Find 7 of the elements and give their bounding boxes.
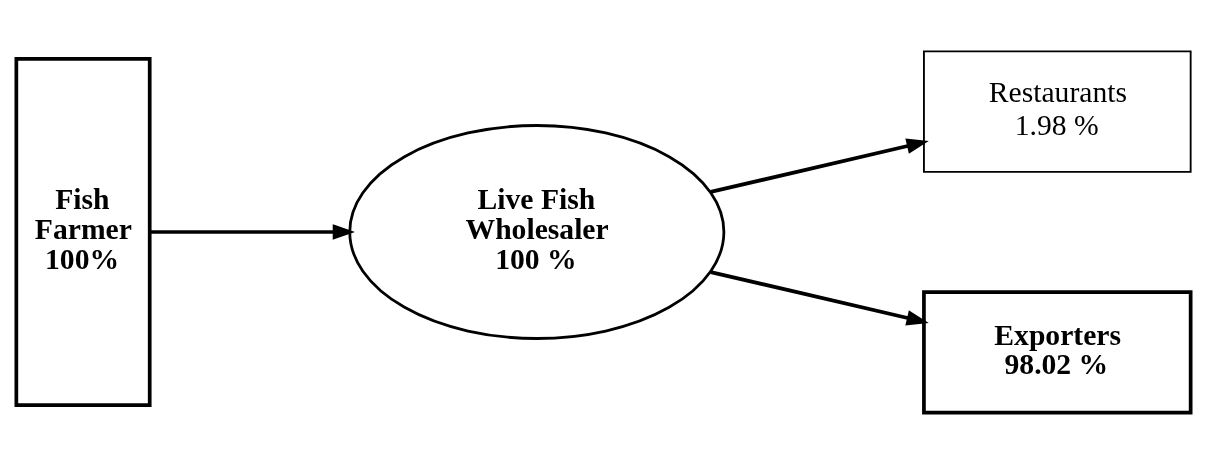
node-box: Restaurants 1.98 % <box>923 50 1192 173</box>
arrow <box>710 138 929 194</box>
arrow <box>149 224 355 240</box>
node-ellipse: Live Fish Wholesaler 100 % <box>348 124 726 340</box>
node-box: Fish Farmer 100% <box>14 56 152 408</box>
node-box: Exporters 98.02 % <box>922 290 1193 415</box>
arrow <box>710 270 929 326</box>
